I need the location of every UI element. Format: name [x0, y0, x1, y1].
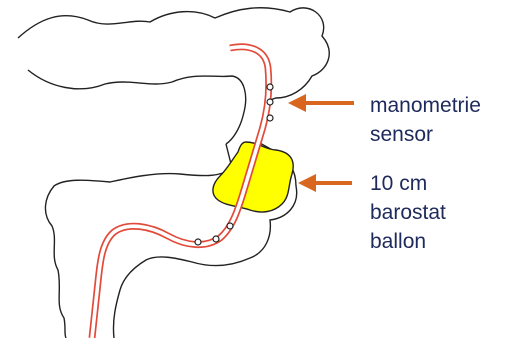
- balloon-label-line1: 10 cm: [370, 172, 427, 195]
- sensor-point: [195, 239, 201, 245]
- colon-outline-upper: [18, 8, 329, 145]
- balloon-label-line2: barostat: [370, 201, 446, 224]
- sensor-point: [267, 115, 273, 121]
- sensor-label-line2: sensor: [370, 123, 433, 146]
- sensor-point: [227, 223, 233, 229]
- balloon-arrow: [298, 174, 352, 192]
- sensor-point: [267, 84, 273, 90]
- balloon-label-line3: ballon: [370, 230, 426, 253]
- sensor-label-line1: manometrie: [370, 94, 481, 117]
- balloon-label: 10 cm barostat ballon: [370, 172, 452, 253]
- sensor-point: [213, 236, 219, 242]
- sensor-point: [267, 99, 273, 105]
- sensor-arrow: [288, 94, 354, 112]
- sensor-label: manometrie sensor: [370, 94, 487, 146]
